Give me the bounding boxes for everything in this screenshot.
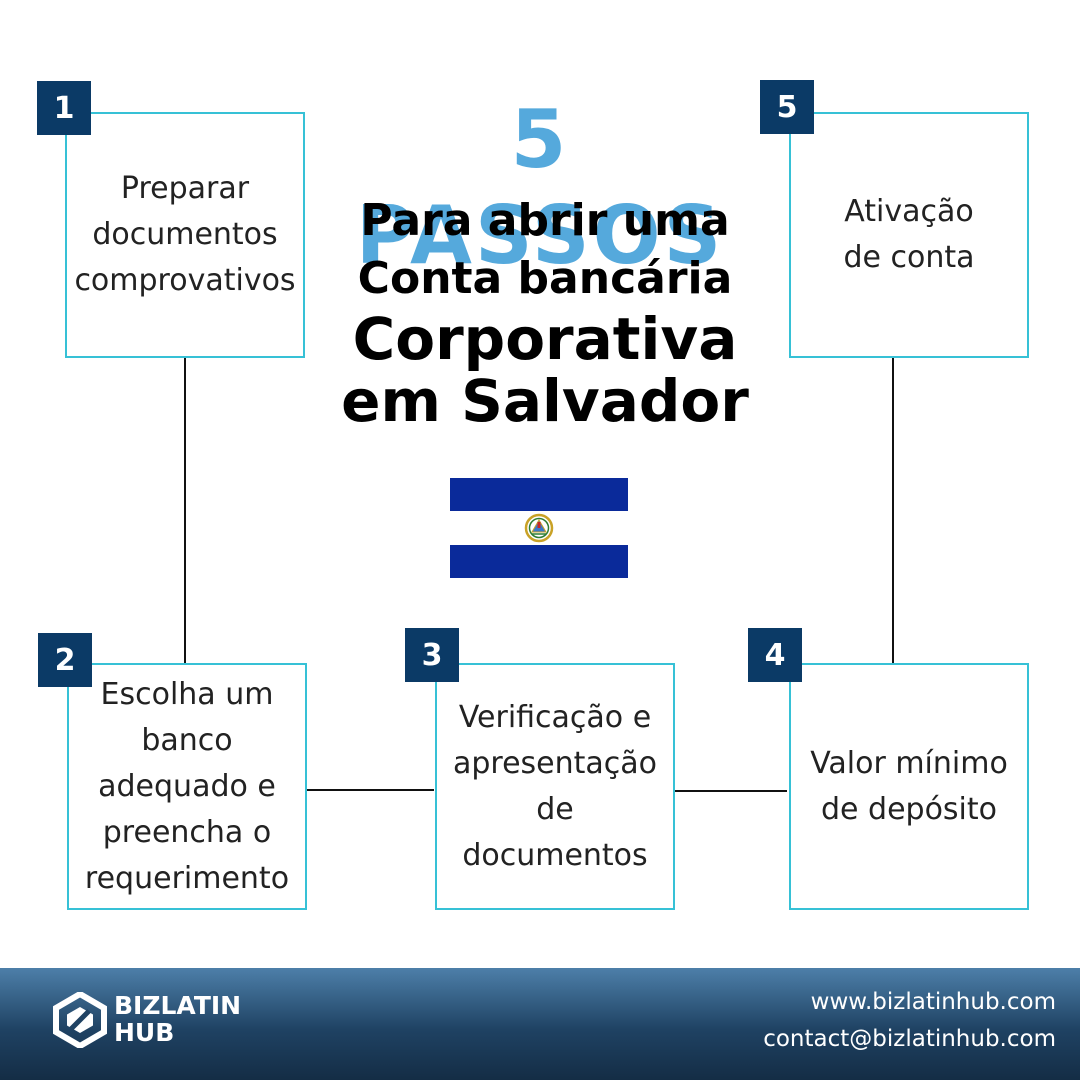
connector-1-2	[184, 358, 186, 664]
subtitle-line-1: Para abrir uma	[360, 195, 730, 246]
logo-line-1: BIZLATIN	[114, 991, 242, 1020]
step-1-text: Preparar documentos comprovativos	[74, 171, 296, 298]
step-2-text: Escolha um banco adequado e preencha o r…	[84, 676, 290, 896]
step-4-box: Valor mínimo de depósito	[789, 663, 1029, 910]
flag-bottom-stripe	[450, 545, 628, 578]
step-1-box: Preparar documentos comprovativos	[65, 112, 305, 358]
step-3-text: Verificação e apresentação de documentos	[452, 699, 658, 873]
el-salvador-flag	[450, 478, 628, 578]
subtitle: Para abrir uma Conta bancária Corporativ…	[300, 192, 790, 432]
connector-4-5	[892, 356, 894, 664]
flag-top-stripe	[450, 478, 628, 511]
bizlatinhub-logo-icon	[53, 992, 107, 1048]
step-2-box: Escolha um banco adequado e preencha o r…	[67, 663, 307, 910]
step-3-box: Verificação e apresentação de documentos	[435, 663, 675, 910]
step-1-badge: 1	[37, 81, 91, 135]
email-link[interactable]: contact@bizlatinhub.com	[763, 1026, 1056, 1052]
step-4-badge: 4	[748, 628, 802, 682]
subtitle-line-2: Conta bancária	[357, 253, 733, 304]
step-2-badge: 2	[38, 633, 92, 687]
website-link[interactable]: www.bizlatinhub.com	[810, 989, 1056, 1015]
headline: 5 PASSOS	[355, 93, 725, 282]
logo-line-2: HUB	[114, 1018, 175, 1047]
coat-of-arms-emblem	[524, 513, 554, 543]
connector-3-4	[675, 790, 787, 792]
connector-2-3	[306, 789, 434, 791]
step-3-badge: 3	[405, 628, 459, 682]
subtitle-line-3: Corporativa	[352, 305, 738, 373]
step-5-box: Ativação de conta	[789, 112, 1029, 358]
subtitle-line-4: em Salvador	[341, 367, 749, 435]
bizlatinhub-logo: BIZLATIN HUB	[52, 992, 312, 1062]
step-4-text: Valor mínimo de depósito	[810, 745, 1008, 827]
step-5-text: Ativação de conta	[843, 194, 975, 275]
footer-bar: BIZLATIN HUB www.bizlatinhub.com contact…	[0, 968, 1080, 1080]
step-5-badge: 5	[760, 80, 814, 134]
bizlatinhub-logo-text: BIZLATIN HUB	[114, 992, 241, 1046]
contact-info: www.bizlatinhub.com contact@bizlatinhub.…	[763, 984, 1056, 1058]
